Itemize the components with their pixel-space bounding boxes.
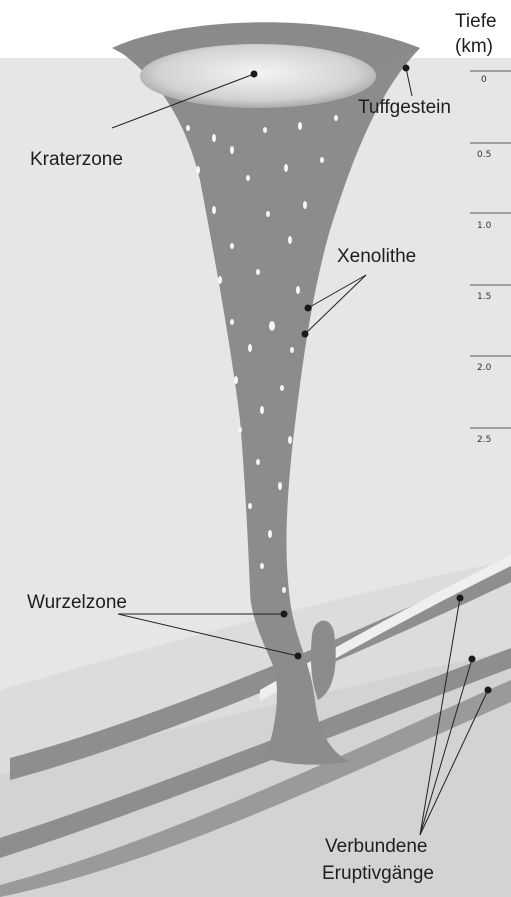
depth-tick-2-0: 2.0 bbox=[477, 363, 492, 373]
depth-tick-1-5: 1.5 bbox=[477, 292, 491, 302]
dot-wurzelzone-1 bbox=[281, 611, 288, 618]
dot-kraterzone bbox=[251, 71, 258, 78]
label-wurzelzone: Wurzelzone bbox=[27, 592, 127, 613]
label-tuffgestein: Tuffgestein bbox=[358, 97, 451, 118]
depth-tick-2-5: 2.5 bbox=[477, 435, 491, 445]
dot-dike-2 bbox=[469, 656, 476, 663]
dot-dike-3 bbox=[485, 687, 492, 694]
depth-axis-unit: (km) bbox=[455, 36, 493, 57]
depth-axis-title: Tiefe bbox=[455, 11, 497, 32]
depth-tick-0: 0 bbox=[481, 75, 487, 85]
depth-tick-1-0: 1.0 bbox=[477, 221, 492, 231]
label-kraterzone: Kraterzone bbox=[30, 149, 123, 170]
dot-xenolithe-2 bbox=[302, 331, 309, 338]
crater-zone-ellipse bbox=[140, 44, 376, 108]
dot-xenolithe-1 bbox=[305, 305, 312, 312]
label-eruptivgaenge: Eruptivgänge bbox=[322, 863, 434, 884]
label-xenolithe: Xenolithe bbox=[337, 246, 416, 267]
dot-wurzelzone-2 bbox=[295, 653, 302, 660]
depth-tick-0-5: 0.5 bbox=[477, 150, 491, 160]
dot-dike-1 bbox=[457, 595, 464, 602]
dot-tuffgestein bbox=[403, 65, 410, 72]
label-verbundene: Verbundene bbox=[325, 836, 428, 857]
